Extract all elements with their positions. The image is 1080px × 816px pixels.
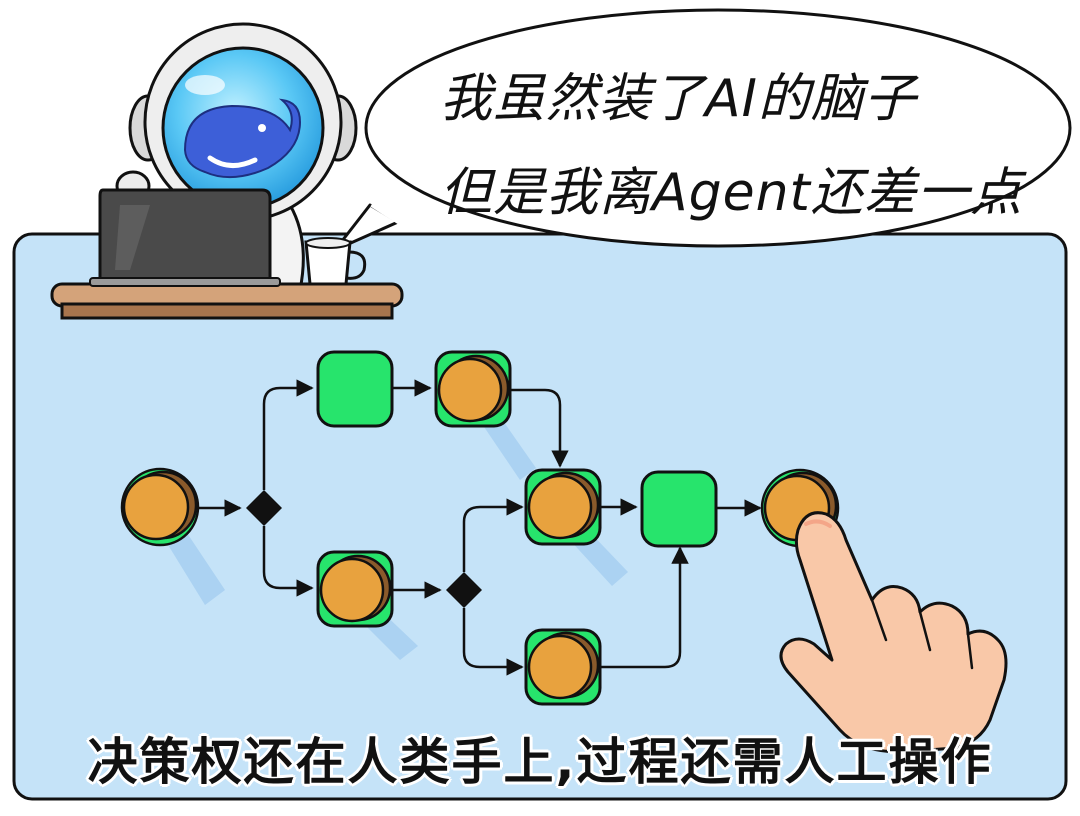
diamond-gateway-icon	[446, 572, 482, 608]
flow-node-top-task[interactable]	[316, 350, 394, 428]
coffee-mug-icon	[304, 237, 367, 286]
flow-node-mid-task[interactable]	[640, 470, 718, 548]
flow-node-low-human[interactable]	[524, 628, 602, 706]
panel-caption: 决策权还在人类手上,过程还需人工操作	[87, 733, 993, 791]
flow-node-start[interactable]	[120, 467, 225, 605]
edge-gateway1-to-bottom-human	[262, 526, 314, 597]
flow-edges	[197, 379, 762, 676]
edge-low-human-to-mid-task	[598, 546, 689, 669]
diamond-gateway-icon	[246, 490, 282, 526]
edge-gateway2-to-mid-human	[462, 498, 524, 572]
edge-gateway1-to-top-task	[262, 379, 314, 490]
pointing-hand-icon	[779, 511, 1008, 754]
flow-node-mid-human[interactable]	[524, 468, 628, 586]
edge-top-human-to-mid-human	[510, 388, 569, 468]
speech-bubble-line-1: 我虽然装了AI的脑子	[440, 69, 917, 129]
speech-bubble-line-2: 但是我离Agent还差一点	[440, 163, 1023, 223]
flow-node-bottom-human[interactable]	[316, 550, 418, 660]
flow-nodes	[120, 350, 840, 706]
edge-gateway2-to-low-human	[462, 608, 524, 676]
laptop-icon	[89, 188, 281, 287]
flow-node-top-human[interactable]	[434, 350, 536, 480]
speech-bubble	[333, 8, 1072, 252]
